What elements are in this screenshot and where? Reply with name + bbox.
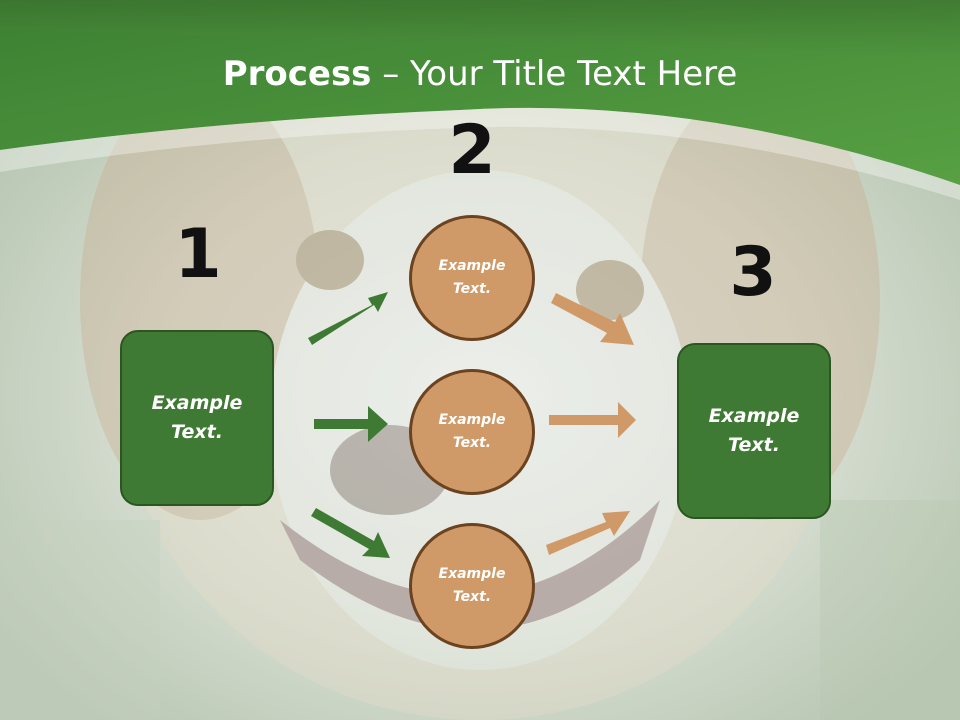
- arrow-bottom-to-3: [546, 511, 630, 555]
- arrow-top-to-3: [551, 293, 634, 345]
- step-1-box: Example Text.: [120, 330, 274, 506]
- circle-top: Example Text.: [409, 215, 535, 341]
- circle-middle: Example Text.: [409, 369, 535, 495]
- slide-title: Process – Your Title Text Here: [0, 52, 960, 96]
- step-3-text: Example Text.: [708, 405, 800, 456]
- step-number-2: 2: [448, 111, 496, 190]
- tan-arrows: [546, 293, 636, 555]
- step-1-text: Example Text.: [151, 392, 243, 443]
- circle-top-text: Example Text.: [438, 258, 506, 297]
- circle-bottom-text: Example Text.: [438, 566, 506, 605]
- arrow-1-to-top: [308, 292, 388, 345]
- step-3-box: Example Text.: [677, 343, 831, 519]
- title-bold: Process: [222, 54, 372, 94]
- header-top-shade: [0, 0, 960, 60]
- arrow-middle-to-3: [549, 402, 636, 438]
- arrow-1-to-middle: [314, 406, 388, 442]
- circle-middle-text: Example Text.: [438, 412, 506, 451]
- circle-bottom: Example Text.: [409, 523, 535, 649]
- title-rest: – Your Title Text Here: [371, 54, 738, 94]
- header-curve-highlight: [0, 107, 960, 200]
- arrow-1-to-bottom: [311, 508, 390, 558]
- step-number-1: 1: [174, 215, 222, 294]
- step-number-3: 3: [729, 233, 777, 312]
- green-arrows: [308, 292, 390, 558]
